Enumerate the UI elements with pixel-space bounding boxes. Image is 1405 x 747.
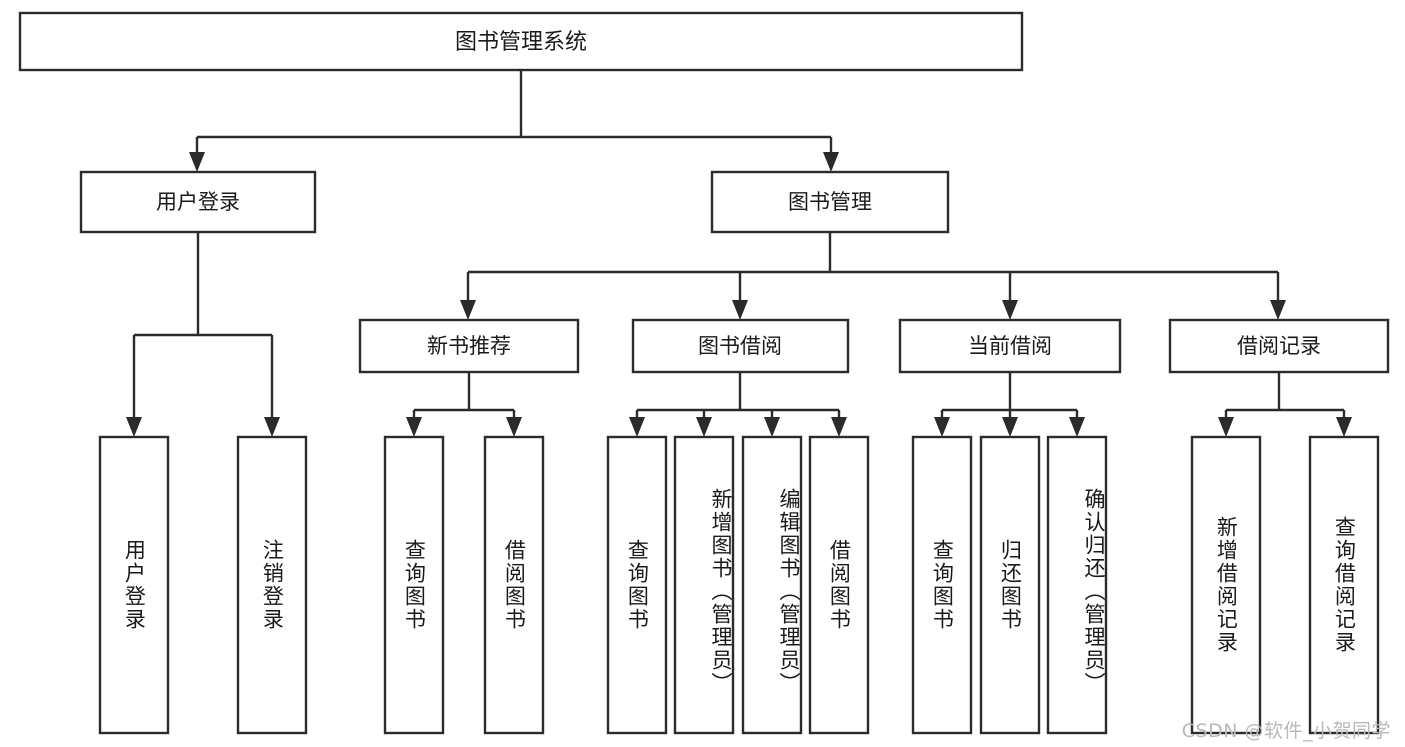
arrow-head-icon bbox=[934, 417, 950, 437]
arrow-head-icon bbox=[460, 300, 476, 320]
leaf-box-query-book-1[interactable] bbox=[383, 435, 445, 735]
root-label: 图书管理系统 bbox=[455, 30, 587, 55]
arrow-head-icon bbox=[1270, 300, 1286, 320]
connector-new-book-recommend-to-leaves bbox=[406, 372, 522, 437]
node-user-login[interactable]: 用户登录 bbox=[79, 170, 317, 234]
arrow-head-icon bbox=[406, 417, 422, 437]
watermark-text: CSDN @软件_小贺同学 bbox=[1181, 720, 1391, 742]
arrow-head-icon bbox=[732, 300, 748, 320]
current-borrow-label: 当前借阅 bbox=[968, 334, 1052, 358]
leaf-box-borrow-book-2[interactable] bbox=[808, 435, 870, 735]
leaf-box-add-record[interactable] bbox=[1190, 435, 1262, 735]
leaf-box-query-book-3[interactable] bbox=[911, 435, 973, 735]
book-borrow-label: 图书借阅 bbox=[698, 334, 782, 358]
book-manage-label: 图书管理 bbox=[788, 190, 872, 214]
node-borrow-record[interactable]: 借阅记录 bbox=[1168, 318, 1390, 374]
leaf-box-add-book[interactable] bbox=[673, 435, 735, 735]
leaf-box-user-logout[interactable] bbox=[236, 435, 308, 735]
new-book-recommend-label: 新书推荐 bbox=[427, 334, 511, 358]
arrow-head-icon bbox=[764, 417, 780, 437]
user-login-box[interactable] bbox=[79, 170, 317, 234]
leaf-box-return-book[interactable] bbox=[979, 435, 1041, 735]
connector-borrow-record-to-leaves bbox=[1218, 372, 1352, 437]
leaf-box-user-login[interactable] bbox=[98, 435, 170, 735]
root-box[interactable] bbox=[18, 11, 1024, 72]
node-root[interactable]: 图书管理系统 bbox=[18, 11, 1024, 72]
connector-book-manage-to-level3 bbox=[460, 232, 1286, 320]
arrow-head-icon bbox=[1002, 417, 1018, 437]
node-current-borrow[interactable]: 当前借阅 bbox=[898, 318, 1122, 374]
arrow-head-icon bbox=[264, 417, 280, 437]
arrow-head-icon bbox=[126, 417, 142, 437]
new-book-recommend-box[interactable] bbox=[358, 318, 580, 374]
arrow-head-icon bbox=[1218, 417, 1234, 437]
arrow-head-icon bbox=[506, 417, 522, 437]
connector-root-to-level2 bbox=[189, 70, 839, 172]
arrow-head-icon bbox=[1002, 300, 1018, 320]
leaf-box-query-book-2[interactable] bbox=[606, 435, 668, 735]
node-book-manage[interactable]: 图书管理 bbox=[710, 170, 950, 234]
leaf-box-query-record[interactable] bbox=[1308, 435, 1380, 735]
connector-book-borrow-to-leaves bbox=[629, 372, 847, 437]
node-new-book-recommend[interactable]: 新书推荐 bbox=[358, 318, 580, 374]
leaf-box-borrow-book-1[interactable] bbox=[483, 435, 545, 735]
arrow-head-icon bbox=[1069, 417, 1085, 437]
arrow-head-icon bbox=[696, 417, 712, 437]
arrow-head-icon bbox=[1336, 417, 1352, 437]
arrow-head-icon bbox=[823, 152, 839, 172]
user-login-label: 用户登录 bbox=[156, 190, 240, 214]
node-book-borrow[interactable]: 图书借阅 bbox=[631, 318, 850, 374]
arrow-head-icon bbox=[189, 152, 205, 172]
arrow-head-icon bbox=[629, 417, 645, 437]
leaf-box-edit-book[interactable] bbox=[741, 435, 803, 735]
connector-user-login-to-leaves bbox=[126, 232, 280, 437]
borrow-record-label: 借阅记录 bbox=[1237, 334, 1321, 358]
arrow-head-icon bbox=[831, 417, 847, 437]
leaf-box-confirm-return[interactable] bbox=[1046, 435, 1108, 735]
current-borrow-box[interactable] bbox=[898, 318, 1122, 374]
connector-current-borrow-to-leaves bbox=[934, 372, 1085, 437]
